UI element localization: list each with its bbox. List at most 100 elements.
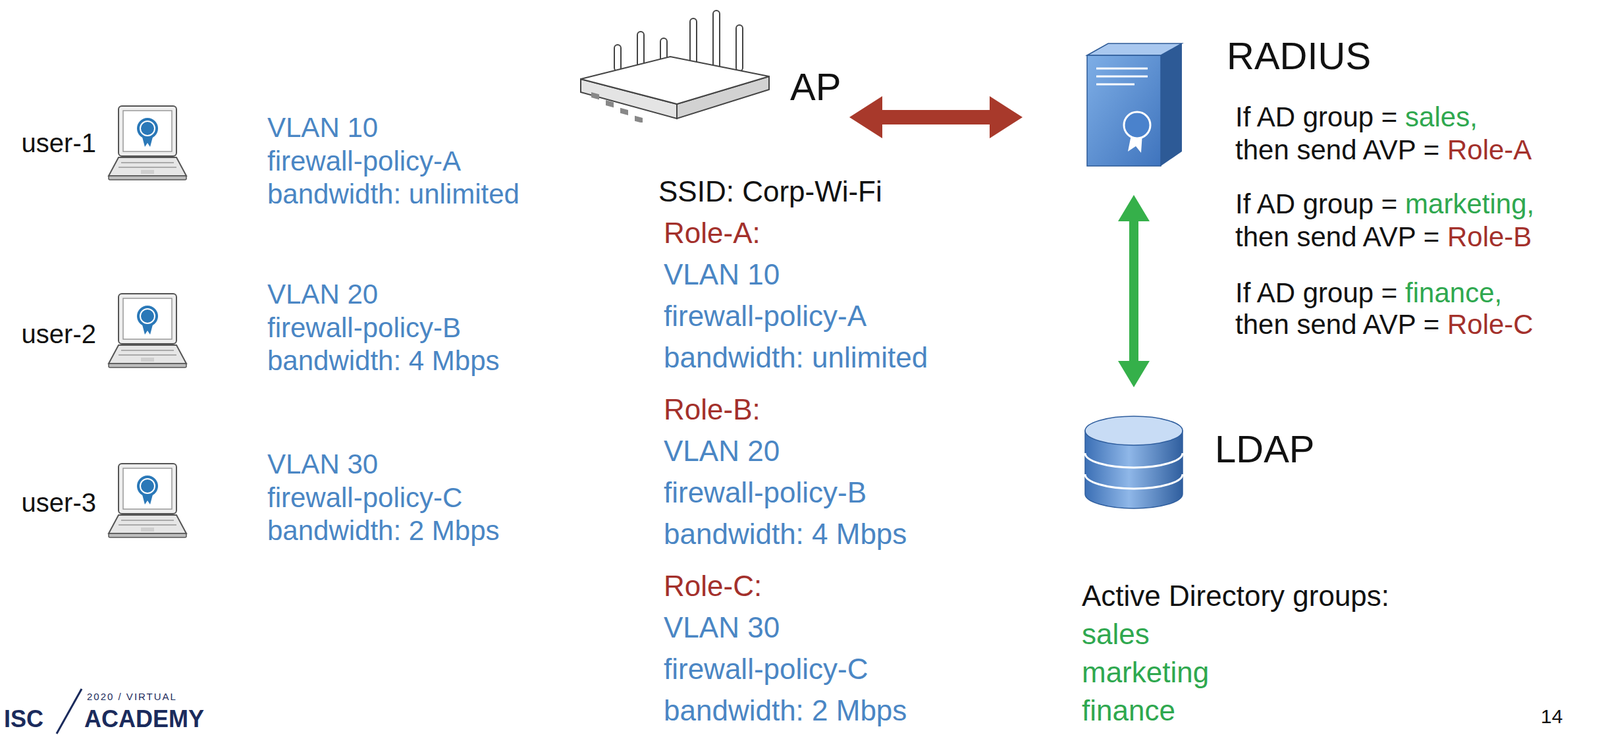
label-text: bandwidth: 4 Mbps: [663, 516, 907, 552]
ldap-database-icon: [1081, 413, 1186, 513]
ap-port: [591, 92, 600, 100]
label-text: bandwidth: unlimited: [267, 177, 520, 211]
label-text: Role-A: [1447, 133, 1532, 167]
trackpad: [140, 527, 155, 532]
label-text: Role-C:: [663, 568, 762, 604]
label-text: firewall-policy-C: [267, 481, 463, 515]
rule-line: If AD group =sales,: [1235, 100, 1478, 134]
label-text: Role-B: [1447, 220, 1532, 254]
label-text: VLAN 20: [663, 433, 780, 469]
laptop-edge: [108, 533, 187, 538]
server-slot: [1096, 67, 1148, 70]
node-label: RADIUS: [1226, 32, 1371, 80]
access-point-icon: [571, 5, 776, 123]
label-text: 2020 / VIRTUAL: [86, 690, 178, 703]
label-text: SSID: Corp-Wi-Fi: [658, 174, 883, 210]
trackpad: [140, 357, 155, 362]
label-text: marketing,: [1405, 187, 1535, 221]
label-text: firewall-policy-A: [663, 298, 867, 334]
badge-ribbon: [142, 324, 153, 335]
trackpad: [140, 169, 155, 174]
server-slot: [1096, 83, 1135, 86]
rule-line: If AD group =marketing,: [1235, 187, 1535, 221]
keyboard-row: [121, 349, 174, 351]
radius-server-icon: [1081, 40, 1186, 169]
ca-badge-ring: [140, 478, 155, 494]
label-text: bandwidth: 2 Mbps: [267, 514, 500, 548]
label-text: ISC: [3, 704, 44, 733]
laptop-icon: [105, 459, 188, 542]
label-text: If AD group =: [1235, 187, 1398, 221]
label-text: firewall-policy-A: [267, 144, 461, 178]
label-text: 14: [1540, 704, 1563, 729]
label-text: VLAN 30: [663, 610, 780, 646]
laptop-lid: [118, 293, 177, 344]
ap-port: [634, 115, 643, 123]
label-text: If AD group =: [1235, 100, 1398, 134]
node-label: LDAP: [1214, 426, 1315, 473]
ap-port: [620, 107, 629, 116]
node-label: user-2: [21, 318, 97, 350]
label-text: ACADEMY: [84, 704, 205, 733]
keyboard-row: [118, 166, 177, 168]
ca-badge-ring: [140, 308, 155, 324]
laptop-icon: [105, 102, 188, 185]
cert-badge: [1123, 111, 1151, 139]
label-text: Active Directory groups:: [1081, 578, 1390, 614]
laptop-base: [108, 514, 187, 534]
label-text: finance: [1081, 693, 1176, 729]
label-text: firewall-policy-C: [663, 651, 869, 687]
label-text: then send AVP =: [1235, 220, 1440, 254]
label-text: firewall-policy-B: [267, 311, 461, 345]
label-text: sales: [1081, 616, 1150, 652]
label-text: bandwidth: 2 Mbps: [663, 693, 907, 729]
label-text: then send AVP =: [1235, 133, 1440, 167]
laptop-lid: [118, 463, 177, 514]
label-text: Role-C: [1447, 308, 1534, 342]
laptop-base: [108, 157, 187, 176]
laptop-edge: [108, 363, 187, 368]
access-point: AP: [571, 5, 843, 123]
laptop-screen: [123, 110, 172, 152]
server-slot: [1096, 75, 1148, 78]
double-arrow: [1118, 194, 1150, 388]
cylinder-band: [1085, 474, 1183, 489]
ap-top: [580, 56, 770, 105]
ap-port: [605, 100, 614, 108]
laptop-icon: [105, 289, 188, 373]
label-text: VLAN 10: [267, 111, 378, 145]
antenna: [713, 10, 720, 72]
ldap-database: LDAP: [1081, 413, 1186, 513]
laptop-screen: [123, 468, 172, 509]
laptop-edge: [108, 175, 187, 180]
label-text: finance,: [1405, 276, 1502, 310]
logo-slash: [56, 688, 82, 734]
label-text: sales,: [1405, 100, 1478, 134]
cylinder-band: [1085, 453, 1183, 468]
keyboard-row: [121, 161, 174, 164]
user-laptop: user-2: [105, 289, 188, 373]
label-text: VLAN 10: [663, 257, 780, 293]
label-text: VLAN 20: [267, 277, 378, 311]
laptop-base: [108, 345, 187, 364]
server-front: [1087, 55, 1161, 166]
badge-ribbon: [142, 494, 153, 505]
keyboard-row: [118, 524, 177, 526]
ca-badge: [136, 475, 159, 497]
label-text: Role-A:: [663, 215, 761, 251]
server-side: [1160, 43, 1182, 166]
user-laptop: user-1: [105, 102, 188, 185]
rule-line: then send AVP =Role-B: [1235, 220, 1532, 254]
label-text: bandwidth: 4 Mbps: [267, 344, 500, 378]
user-laptop: user-3: [105, 459, 188, 542]
keyboard-row: [118, 354, 177, 356]
radius-server: RADIUS: [1081, 40, 1186, 169]
laptop-screen: [123, 298, 172, 340]
badge-ribbon: [142, 136, 153, 147]
ca-badge: [136, 117, 159, 139]
cylinder-top: [1085, 416, 1183, 446]
label-text: then send AVP =: [1235, 308, 1440, 342]
rule-line: then send AVP =Role-A: [1235, 133, 1532, 167]
antenna: [736, 25, 743, 72]
